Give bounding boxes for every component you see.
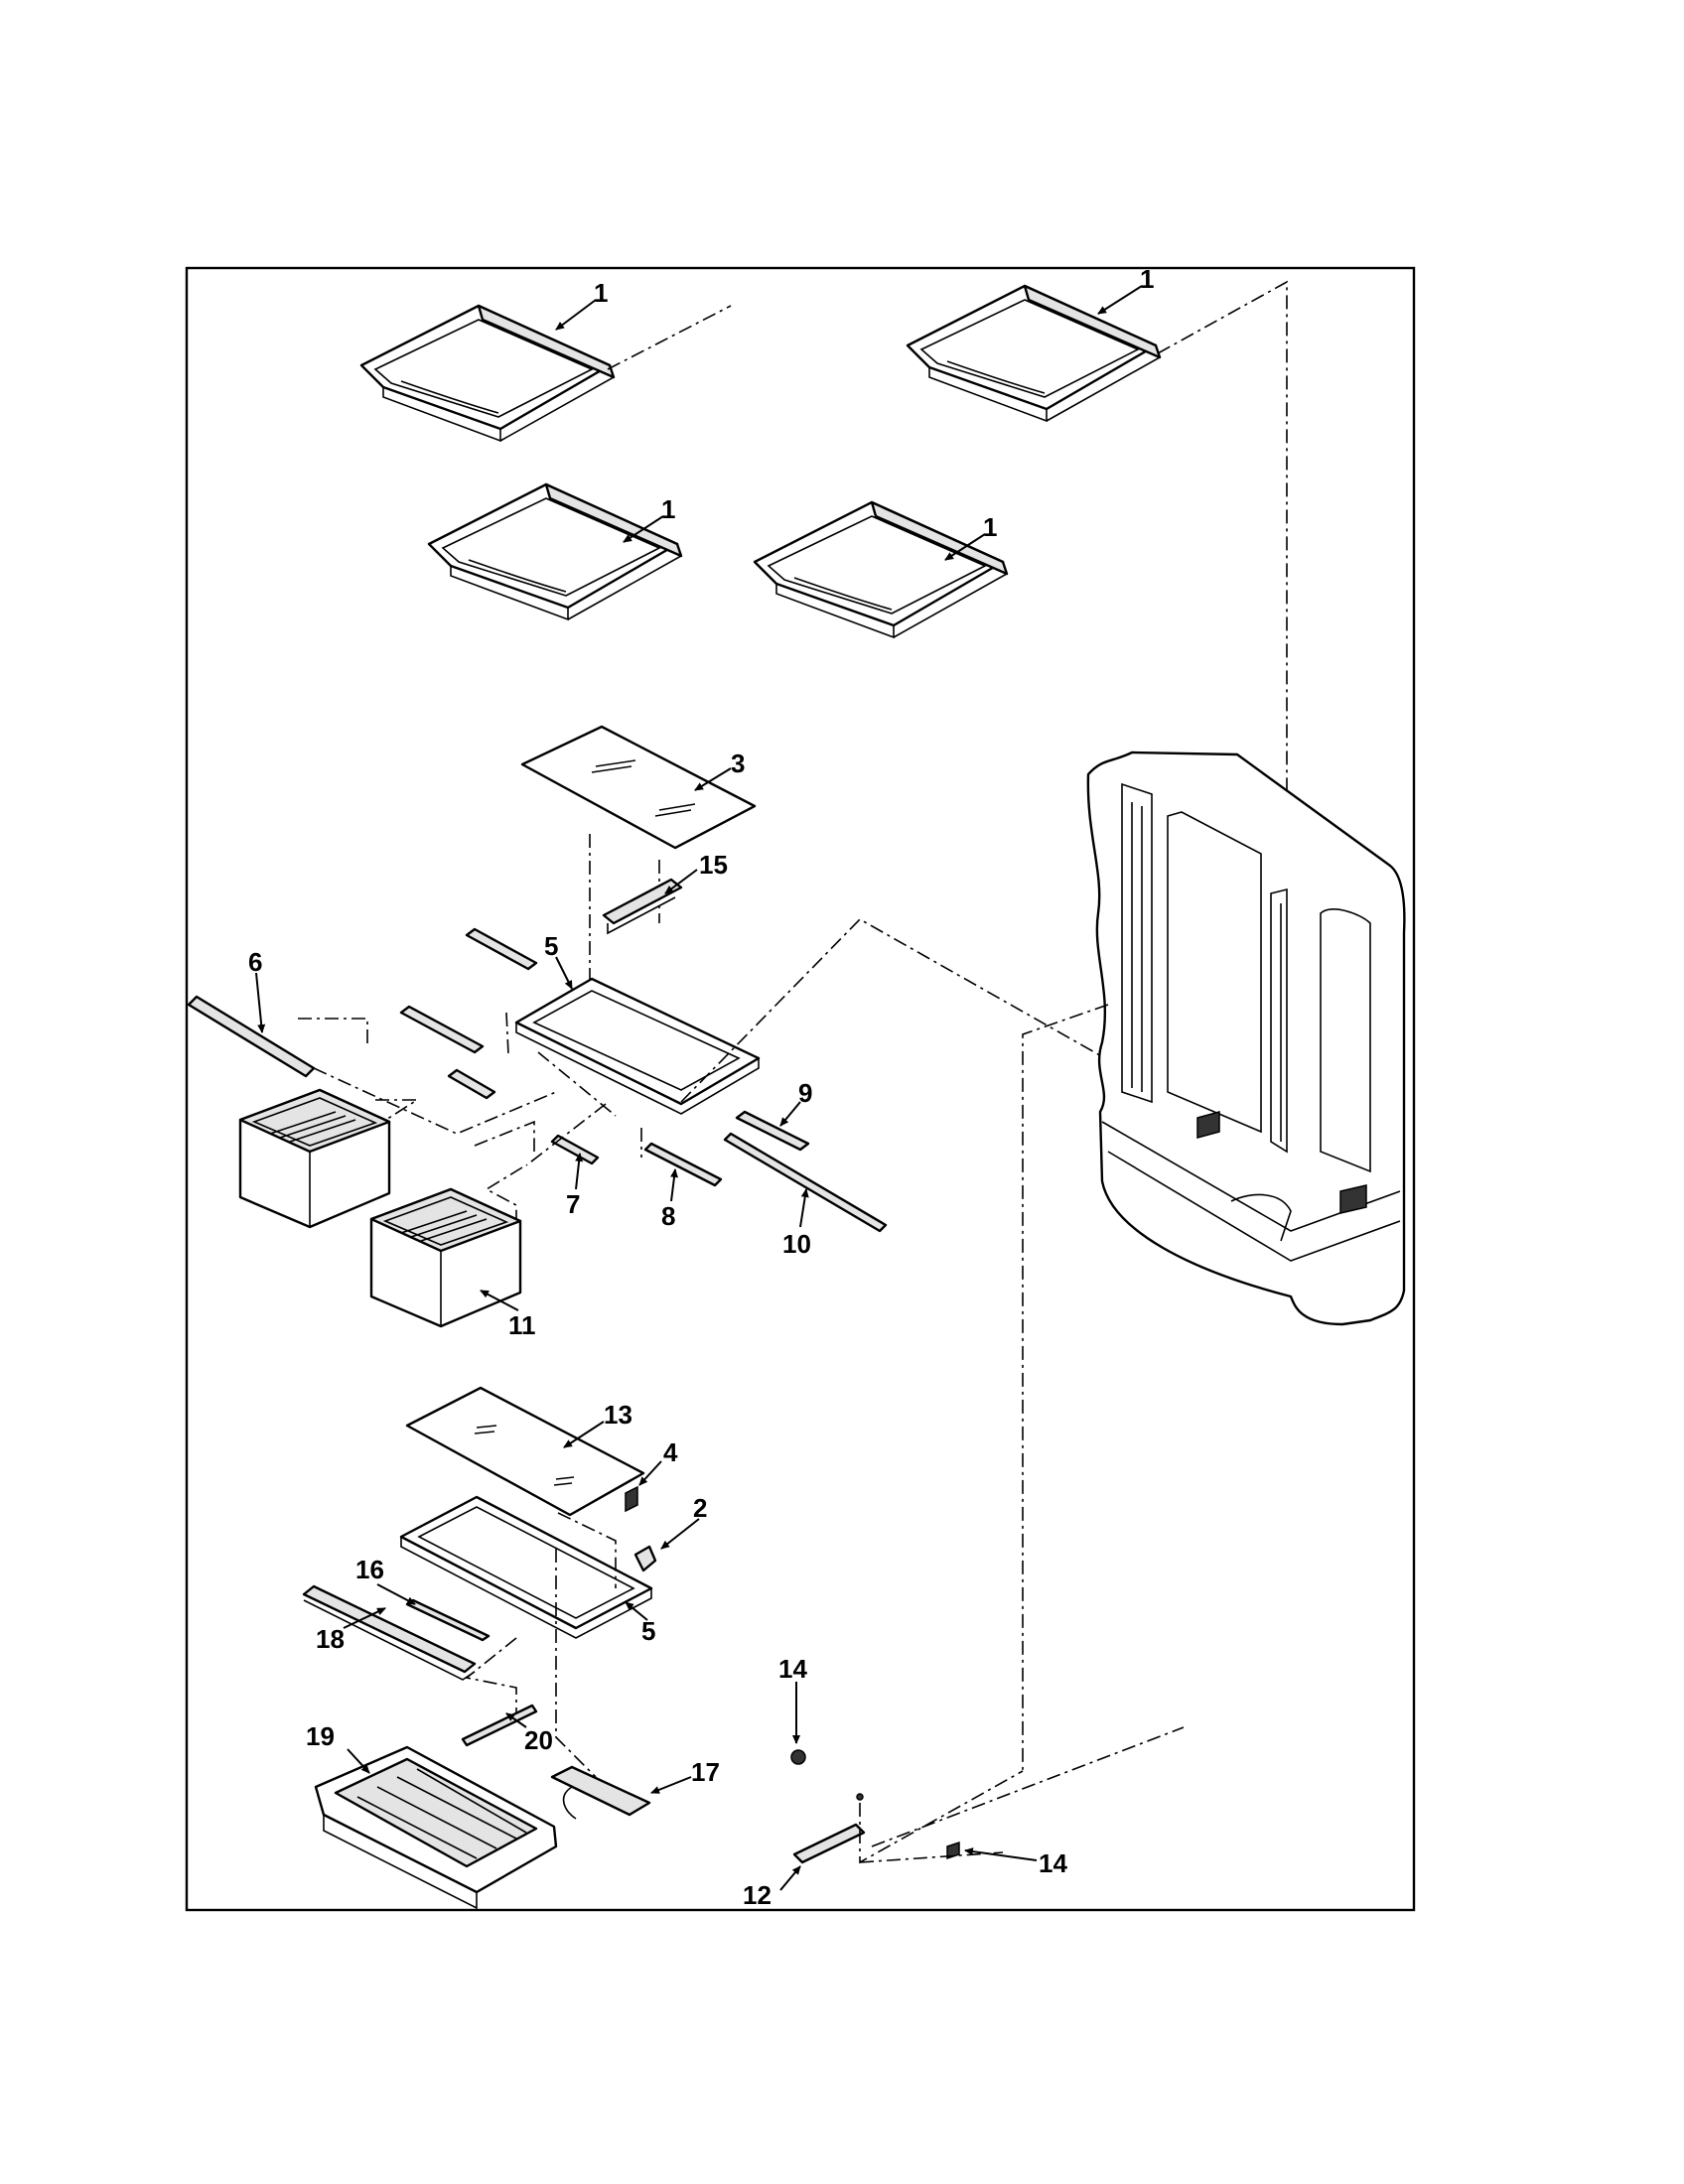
callout-11: 11 bbox=[508, 1310, 536, 1340]
callout-4: 4 bbox=[663, 1437, 678, 1467]
callout-8: 8 bbox=[661, 1201, 675, 1231]
callout-2: 2 bbox=[693, 1493, 707, 1523]
rail-18 bbox=[302, 1584, 477, 1674]
refrigerator-liner bbox=[1086, 751, 1406, 1326]
shelf-1-mid-right bbox=[753, 500, 1009, 639]
callout-7: 7 bbox=[566, 1189, 580, 1219]
glass-shelf-13 bbox=[405, 1386, 645, 1517]
callout-18: 18 bbox=[316, 1624, 345, 1654]
callout-17: 17 bbox=[691, 1757, 720, 1787]
callout-1: 1 bbox=[983, 512, 997, 542]
callout-3: 3 bbox=[731, 749, 745, 778]
callout-1: 1 bbox=[1140, 264, 1154, 294]
crisper-drawer-11 bbox=[369, 1187, 522, 1328]
clip-4 bbox=[625, 1485, 638, 1513]
screw-14-lower bbox=[946, 1841, 960, 1860]
hinge-2 bbox=[633, 1545, 657, 1572]
callout-12: 12 bbox=[743, 1880, 772, 1910]
callout-10: 10 bbox=[782, 1229, 811, 1259]
shelf-frame-5-lower bbox=[399, 1495, 653, 1639]
crisper-drawer-left bbox=[238, 1088, 391, 1229]
screw-14-upper bbox=[790, 1749, 806, 1765]
callout-19: 19 bbox=[306, 1721, 335, 1751]
callout-16: 16 bbox=[355, 1555, 384, 1584]
bracket-17 bbox=[550, 1765, 651, 1820]
rail-10 bbox=[723, 1132, 888, 1233]
callout-15: 15 bbox=[699, 850, 728, 880]
callout-20: 20 bbox=[524, 1725, 553, 1755]
rail-8 bbox=[643, 1142, 723, 1187]
shelf-1-top-right bbox=[906, 284, 1162, 423]
leader-lines bbox=[255, 285, 1143, 1891]
glass-shelf-3 bbox=[520, 725, 757, 850]
shelf-1-mid-left bbox=[427, 482, 683, 621]
bracket-12 bbox=[792, 1823, 866, 1864]
meat-pan-19 bbox=[314, 1745, 558, 1910]
rail-6 bbox=[187, 995, 316, 1078]
callout-5: 5 bbox=[544, 931, 558, 961]
callout-13: 13 bbox=[604, 1400, 632, 1430]
callout-1: 1 bbox=[594, 278, 608, 308]
callout-14: 14 bbox=[1039, 1848, 1067, 1878]
callout-1: 1 bbox=[661, 494, 675, 524]
callout-9: 9 bbox=[798, 1078, 812, 1108]
shelf-1-top-left bbox=[359, 304, 616, 443]
callout-14: 14 bbox=[778, 1654, 807, 1684]
shelf-frame-5-upper bbox=[514, 977, 761, 1115]
callout-5: 5 bbox=[641, 1616, 655, 1646]
bracket-15 bbox=[602, 878, 683, 935]
diagram-frame bbox=[185, 266, 1416, 1912]
callout-6: 6 bbox=[248, 947, 262, 977]
slide-16 bbox=[405, 1598, 491, 1642]
rail-9 bbox=[735, 1110, 810, 1152]
